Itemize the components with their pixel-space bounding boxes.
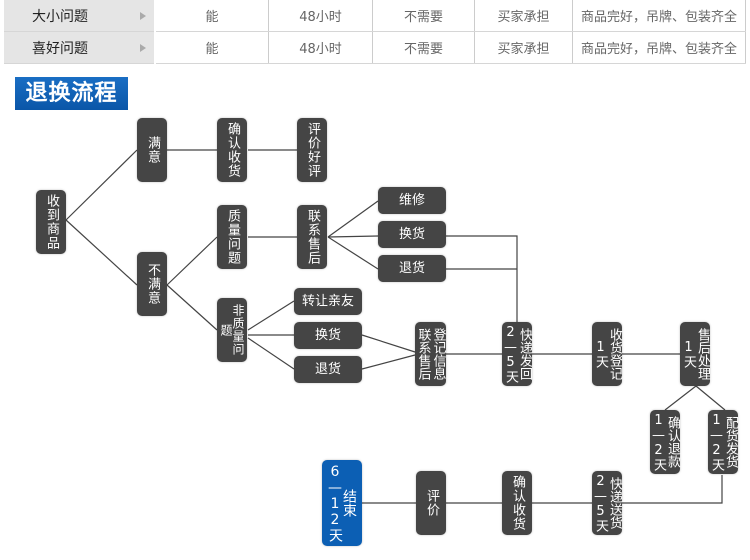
cell-condition: 商品完好，吊牌、包装齐全 <box>572 0 746 32</box>
node-confirm-receipt: 确认收货 <box>217 118 247 182</box>
node-repair: 维修 <box>378 187 446 214</box>
node-days: 2—5天 <box>593 474 608 532</box>
cell-reason: 不需要 <box>372 31 475 64</box>
connector <box>327 236 379 270</box>
node-days: 1—2天 <box>709 413 724 471</box>
cell-shipping: 买家承担 <box>474 0 573 32</box>
node-exchange: 换货 <box>378 221 446 248</box>
node-register-contact: 登记信息联系售后 <box>415 322 446 386</box>
node-receive: 收到商品 <box>36 190 66 254</box>
node-exchange: 换货 <box>294 322 362 349</box>
return-policy-table: 大小问题 能 48小时 不需要 买家承担 商品完好，吊牌、包装齐全 喜好问题 能… <box>4 0 746 64</box>
cell-time: 48小时 <box>268 31 373 64</box>
connector <box>65 219 138 286</box>
cell-returnable: 能 <box>155 0 269 32</box>
node-days: 6—12天 <box>327 464 343 542</box>
node-label: 售后处理 <box>695 328 710 380</box>
row-label: 喜好问题 <box>32 40 88 57</box>
node-good-review: 评价好评 <box>297 118 327 182</box>
table-row: 大小问题 能 48小时 不需要 买家承担 商品完好，吊牌、包装齐全 <box>4 0 746 32</box>
cell-shipping: 买家承担 <box>474 31 573 64</box>
node-days: 1天 <box>681 340 696 368</box>
node-label: 结束 <box>341 489 357 517</box>
connector <box>361 354 416 370</box>
node-non-quality-issue: 非质量问题 <box>217 298 247 362</box>
node-days: 2—5天 <box>503 325 518 383</box>
node-unsatisfied: 不满意 <box>137 252 167 316</box>
connector <box>166 236 218 286</box>
cell-condition: 商品完好，吊牌、包装齐全 <box>572 31 746 64</box>
connector <box>622 475 723 504</box>
triangle-right-icon <box>140 44 146 52</box>
node-quality-issue: 质量问题 <box>217 205 247 269</box>
node-label: 配货发货 <box>723 416 738 468</box>
node-refund: 1—2天确认退款 <box>650 410 680 474</box>
connector <box>166 284 218 331</box>
connector <box>327 235 379 238</box>
cell-time: 48小时 <box>268 0 373 32</box>
triangle-right-icon <box>140 12 146 20</box>
node-end: 6—12天结束 <box>322 460 362 546</box>
row-header[interactable]: 大小问题 <box>4 0 156 32</box>
node-return: 退货 <box>378 255 446 282</box>
cell-reason: 不需要 <box>372 0 475 32</box>
node-label: 确认退款 <box>665 416 680 468</box>
node-receive-register: 1天收货登记 <box>592 322 622 386</box>
node-review: 评价 <box>416 471 446 535</box>
node-confirm-receipt: 确认收货 <box>502 471 532 535</box>
connector <box>446 235 518 322</box>
node-return: 退货 <box>294 356 362 383</box>
connector <box>65 149 138 221</box>
section-title: 退换流程 <box>15 77 128 110</box>
node-days: 1—2天 <box>651 413 666 471</box>
node-contact-service: 联系售后 <box>297 205 327 269</box>
connector <box>664 385 697 411</box>
connector <box>695 385 726 411</box>
node-label: 快递送货 <box>607 477 622 529</box>
node-transfer-friend: 转让亲友 <box>294 288 362 315</box>
connector <box>327 200 379 238</box>
node-ship-back: 2—5天快递发回 <box>502 322 532 386</box>
node-after-sales: 1天售后处理 <box>680 322 710 386</box>
row-header[interactable]: 喜好问题 <box>4 31 156 64</box>
node-days: 1天 <box>593 340 608 368</box>
connector <box>247 300 295 331</box>
node-satisfied: 满意 <box>137 118 167 182</box>
node-express-deliver: 2—5天快递送货 <box>592 471 622 535</box>
cell-returnable: 能 <box>155 31 269 64</box>
connector <box>247 337 295 370</box>
connector <box>361 334 416 353</box>
row-label: 大小问题 <box>32 8 88 25</box>
node-label: 快递发回 <box>517 328 532 380</box>
node-label: 收货登记 <box>607 328 622 380</box>
node-redeliver: 1—2天配货发货 <box>708 410 738 474</box>
table-row: 喜好问题 能 48小时 不需要 买家承担 商品完好，吊牌、包装齐全 <box>4 31 746 64</box>
